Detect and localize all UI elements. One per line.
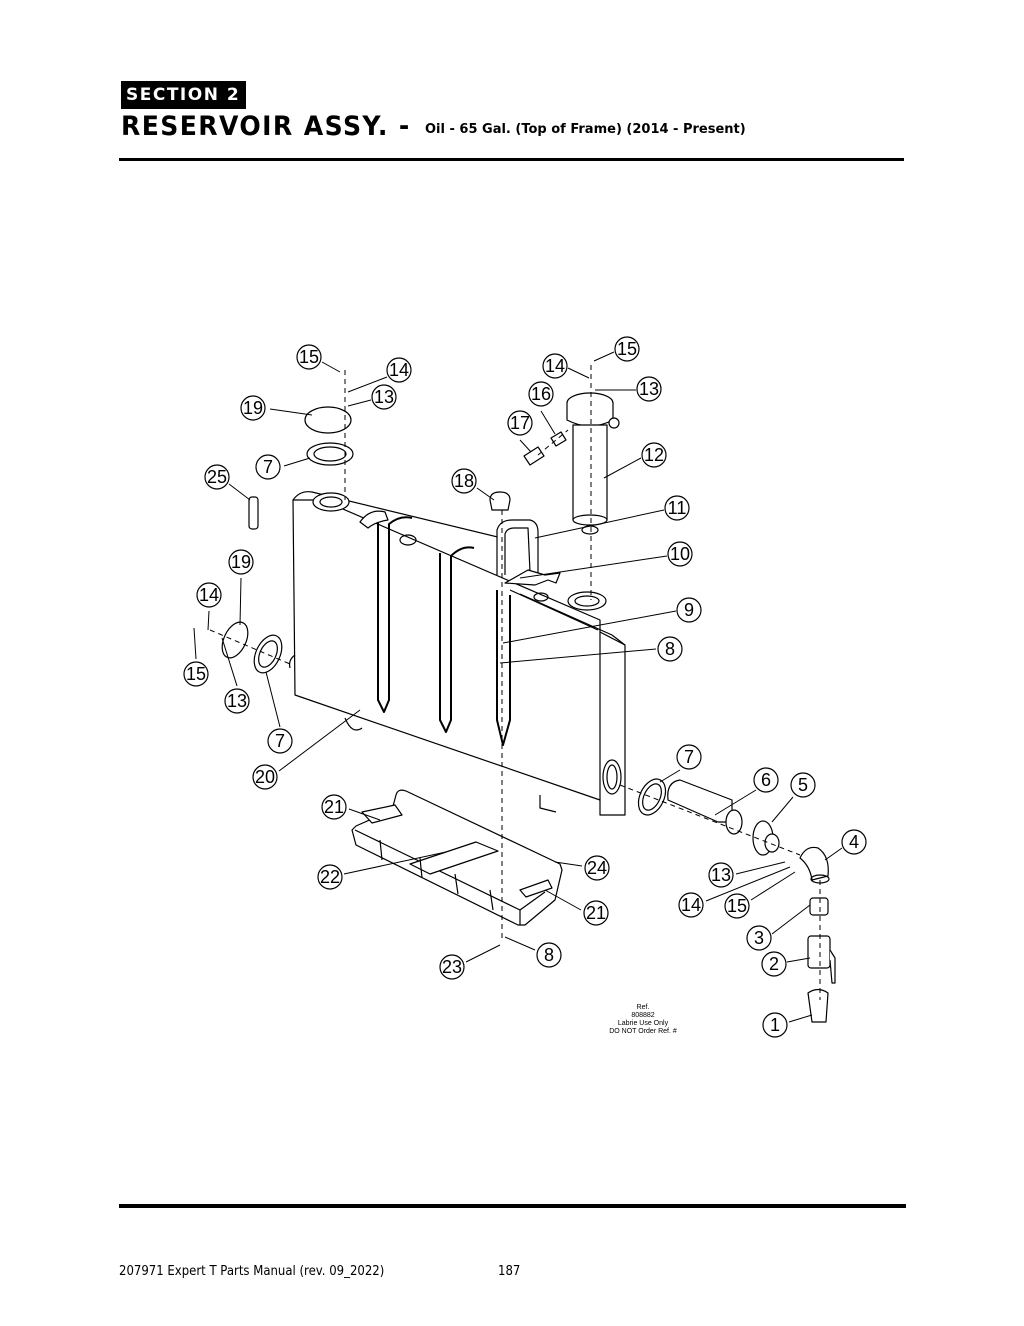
- svg-text:10: 10: [670, 544, 690, 564]
- callout-19: 19: [240, 395, 266, 421]
- title-main: RESERVOIR ASSY. -: [121, 111, 411, 142]
- svg-text:22: 22: [320, 867, 340, 887]
- callout-16: 16: [528, 381, 554, 407]
- svg-text:11: 11: [668, 498, 687, 518]
- base-frame: [351, 789, 563, 926]
- callout-12: 12: [641, 442, 667, 468]
- callout-20: 20: [252, 764, 278, 790]
- svg-text:5: 5: [798, 775, 808, 795]
- callout-19: 19: [228, 549, 254, 575]
- svg-text:13: 13: [227, 691, 247, 711]
- callout-24: 24: [584, 855, 610, 881]
- ref-line-2: 808882: [631, 1012, 655, 1019]
- svg-text:15: 15: [299, 347, 319, 367]
- callout-2: 2: [761, 951, 787, 977]
- callout-15: 15: [724, 893, 750, 919]
- callout-23: 23: [439, 954, 465, 980]
- svg-text:20: 20: [255, 767, 275, 787]
- callout-13: 13: [224, 688, 250, 714]
- svg-text:19: 19: [243, 398, 263, 418]
- tank-body: [288, 491, 626, 816]
- svg-text:18: 18: [454, 471, 474, 491]
- svg-text:7: 7: [275, 731, 285, 751]
- page-title: RESERVOIR ASSY. - Oil - 65 Gal. (Top of …: [121, 111, 746, 142]
- svg-text:23: 23: [442, 957, 462, 977]
- callout-10: 10: [667, 541, 693, 567]
- svg-text:13: 13: [374, 387, 394, 407]
- svg-text:21: 21: [324, 797, 344, 817]
- svg-text:15: 15: [617, 339, 637, 359]
- callout-3: 3: [746, 925, 772, 951]
- svg-text:7: 7: [263, 457, 273, 477]
- callout-21: 21: [321, 794, 347, 820]
- svg-text:8: 8: [544, 945, 554, 965]
- svg-text:17: 17: [510, 413, 530, 433]
- callout-21: 21: [583, 900, 609, 926]
- callout-bubbles: 15 14 13 19 7 25 14 15 13 16 17 12 18 11…: [183, 336, 867, 1038]
- ref-line-3: Labrie Use Only: [617, 1020, 669, 1027]
- callout-8: 8: [536, 942, 562, 968]
- callout-7: 7: [255, 454, 281, 480]
- footer-rule: [119, 1204, 906, 1208]
- svg-text:8: 8: [665, 639, 675, 659]
- svg-text:19: 19: [231, 552, 251, 572]
- svg-text:14: 14: [681, 895, 701, 915]
- callout-15: 15: [296, 344, 322, 370]
- callout-5: 5: [790, 772, 816, 798]
- svg-text:13: 13: [639, 379, 659, 399]
- svg-text:12: 12: [644, 445, 664, 465]
- svg-text:9: 9: [684, 600, 694, 620]
- callout-13: 13: [636, 376, 662, 402]
- callout-1: 1: [762, 1012, 788, 1038]
- callout-7: 7: [676, 744, 702, 770]
- svg-text:4: 4: [849, 832, 859, 852]
- title-subtitle: Oil - 65 Gal. (Top of Frame) (2014 - Pre…: [425, 122, 746, 137]
- svg-text:1: 1: [770, 1015, 780, 1035]
- callout-13: 13: [708, 862, 734, 888]
- svg-text:14: 14: [545, 356, 565, 376]
- svg-text:6: 6: [761, 770, 771, 790]
- svg-text:16: 16: [531, 384, 551, 404]
- callout-25: 25: [204, 464, 230, 490]
- callout-14: 14: [542, 353, 568, 379]
- svg-text:2: 2: [769, 954, 779, 974]
- callout-14: 14: [386, 357, 412, 383]
- svg-text:21: 21: [586, 903, 606, 923]
- svg-text:14: 14: [389, 360, 409, 380]
- callout-4: 4: [841, 829, 867, 855]
- callout-17: 17: [507, 410, 533, 436]
- svg-text:15: 15: [727, 896, 747, 916]
- callout-11: 11: [664, 495, 690, 521]
- ref-line-4: DO NOT Order Ref. #: [609, 1028, 677, 1035]
- reference-note: Ref. 808882 Labrie Use Only DO NOT Order…: [598, 1004, 688, 1036]
- callout-22: 22: [317, 864, 343, 890]
- callout-14: 14: [678, 892, 704, 918]
- section-badge: SECTION 2: [121, 81, 247, 109]
- callout-14: 14: [196, 582, 222, 608]
- callout-13: 13: [371, 384, 397, 410]
- callout-9: 9: [676, 597, 702, 623]
- callout-7: 7: [267, 728, 293, 754]
- svg-text:14: 14: [199, 585, 219, 605]
- bracket: [504, 569, 561, 586]
- callout-8: 8: [657, 636, 683, 662]
- header-rule: [119, 158, 904, 161]
- ref-line-1: Ref.: [636, 1004, 650, 1011]
- svg-text:7: 7: [684, 747, 694, 767]
- svg-text:15: 15: [186, 664, 206, 684]
- svg-text:24: 24: [587, 858, 607, 878]
- page-number: 187: [498, 1264, 521, 1279]
- svg-text:25: 25: [207, 467, 227, 487]
- callout-15: 15: [183, 661, 209, 687]
- footer-manual-title: 207971 Expert T Parts Manual (rev. 09_20…: [119, 1264, 385, 1279]
- callout-18: 18: [451, 468, 477, 494]
- filter-housing: [566, 392, 620, 535]
- svg-text:3: 3: [754, 928, 764, 948]
- callout-15: 15: [614, 336, 640, 362]
- svg-text:13: 13: [711, 865, 731, 885]
- callout-6: 6: [753, 767, 779, 793]
- handle: [496, 519, 539, 578]
